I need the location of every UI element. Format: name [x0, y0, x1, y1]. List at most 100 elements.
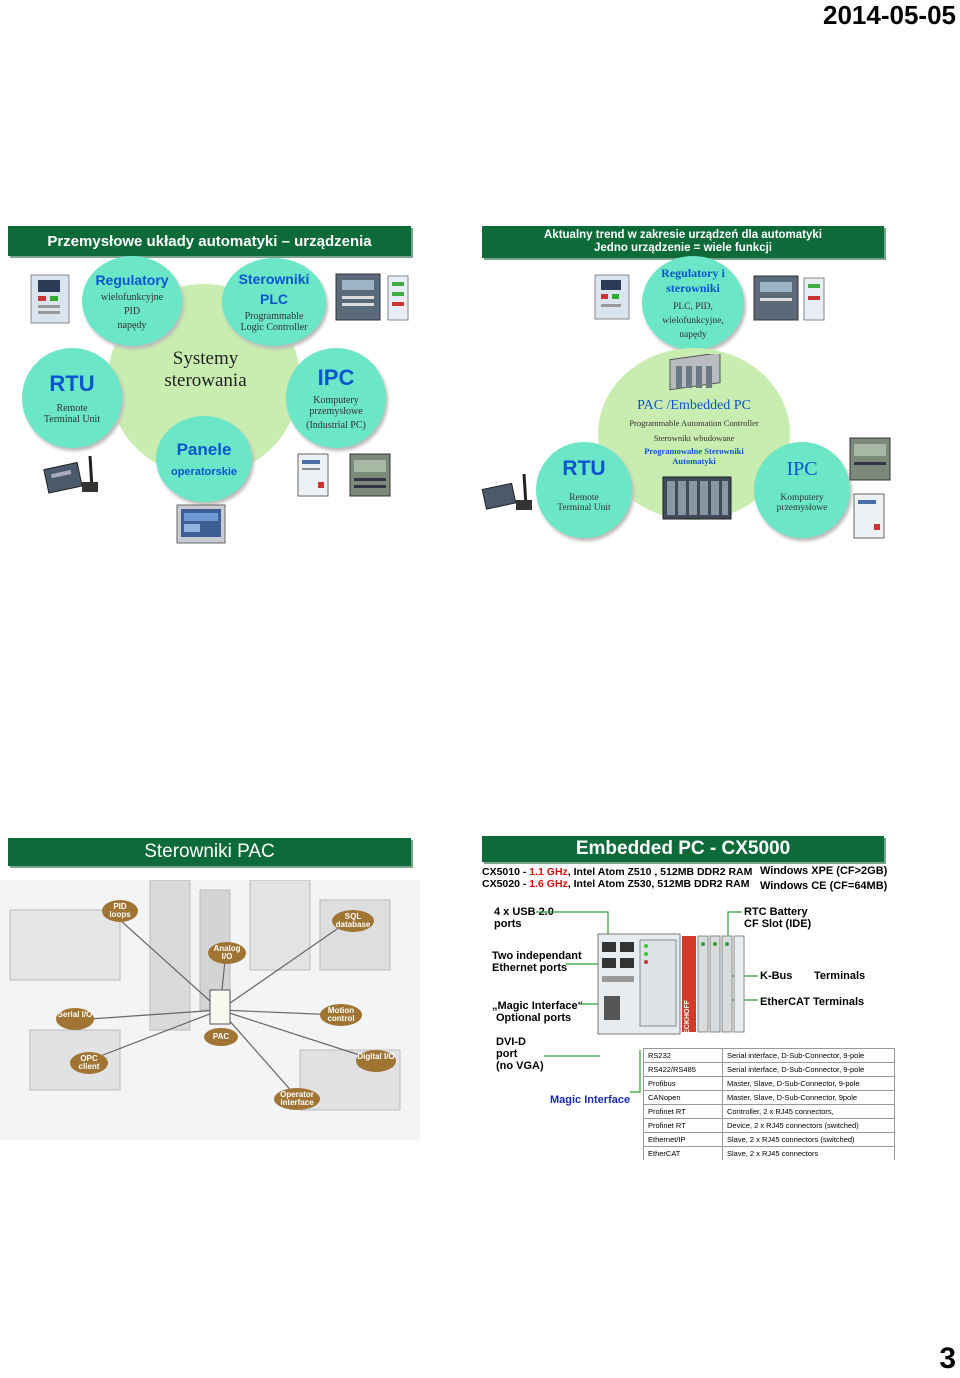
slide-1: Przemysłowe układy automatyki – urządzen… — [0, 220, 480, 550]
label-opc-client: OPC client — [70, 1052, 108, 1074]
regulator-device-image-2 — [594, 274, 630, 320]
magic-interface-label: Magic Interface — [550, 1094, 631, 1106]
label-digital-io: Digital I/O — [356, 1050, 396, 1072]
slide-3: Sterowniki PAC PID loops SQL database An… — [0, 830, 480, 1150]
rtu-title: RTU — [49, 371, 95, 396]
reg-ster-line-1: PLC, PID, — [673, 302, 713, 312]
spec-cx5020-rest: , Intel Atom Z530, 512MB DDR2 RAM — [567, 878, 750, 890]
interface-name-cell: Profinet RT — [643, 1118, 723, 1133]
rtu-2-line-1: Remote — [569, 493, 599, 503]
panele-title: Panele — [176, 440, 232, 459]
regulatory-line-1: wielofunkcyjne — [100, 291, 164, 303]
sterowniki-title: Sterowniki — [238, 271, 310, 287]
spec-cx5010: CX5010 - 1.1 GHz, Intel Atom Z510 , 512M… — [482, 866, 752, 878]
dvi-label-2: port — [496, 1048, 518, 1060]
interface-name-cell: Ethernet/IP — [643, 1132, 723, 1147]
slide-2-title-line-1: Aktualny trend w zakresie urządzeń dla a… — [544, 229, 822, 241]
ipc-2-line-2: przemysłowe — [776, 502, 828, 513]
slide-3-title-text: Sterowniki PAC — [144, 841, 275, 862]
regulatory-line-2: PID — [123, 305, 141, 317]
interface-name-cell: CANopen — [643, 1090, 723, 1105]
slide-2-title: Aktualny trend w zakresie urządzeń dla a… — [482, 226, 884, 258]
rtu-device-image — [43, 455, 98, 494]
spec-cx5010-clock: 1.1 GHz — [529, 866, 568, 878]
label-analog-io: Analog I/O — [208, 942, 246, 964]
ipc-rack-image — [349, 453, 391, 497]
ipc-tower-image-2 — [853, 493, 885, 539]
interface-name-cell: EtherCAT — [643, 1146, 723, 1160]
ethercat-label: EtherCAT Terminals — [760, 996, 865, 1008]
center-label: Systemy sterowania — [164, 348, 247, 391]
rtu-2-line-2: Terminal Unit — [557, 503, 611, 513]
magic-label-1: „Magic Interface“ — [492, 1000, 584, 1012]
rtu-line-2: Terminal Unit — [43, 414, 101, 425]
regulatory-line-3: napędy — [117, 319, 147, 331]
windows-xpe: Windows XPE (CF>2GB) — [760, 865, 888, 877]
slide-2: Aktualny trend w zakresie urządzeń dla a… — [480, 220, 960, 550]
usb-label-2: ports — [494, 918, 522, 930]
slide-4: Embedded PC - CX5000 CX5010 - 1.1 GHz, I… — [480, 830, 960, 1160]
slide-2-title-line-2: Jedno urządzenie = wiele funkcji — [594, 242, 772, 254]
ipc-line-3: (Industrial PC) — [306, 420, 366, 431]
label-operator-interface: Operator interface — [274, 1088, 320, 1110]
regulatory-circle: Regulatory wielofunkcyjne PID napędy — [82, 256, 182, 346]
interface-desc-cell: Master, Slave, D-Sub-Connector, 9pole — [722, 1090, 895, 1105]
pac-blue-1: Programowalne Sterowniki — [644, 446, 744, 456]
ipc-tower-image — [297, 453, 329, 497]
interface-desc-cell: Serial interface, D-Sub-Connector, 9-pol… — [722, 1062, 895, 1077]
windows-ce: Windows CE (CF=64MB) — [760, 880, 888, 892]
reg-ster-title-2: sterowniki — [666, 281, 720, 295]
interface-desc-cell: Slave, 2 x RJ45 connectors — [722, 1146, 895, 1160]
interface-desc-cell: Master, Slave, D-Sub-Connector, 9-pole — [722, 1076, 895, 1091]
label-serial-io: Serial I/O — [56, 1008, 94, 1030]
slide-4-title-text: Embedded PC - CX5000 — [575, 838, 791, 859]
slide-3-title: Sterowniki PAC — [8, 838, 411, 866]
rtc-label-2: CF Slot (IDE) — [744, 918, 812, 930]
panele-circle: Panele operatorskie — [156, 416, 252, 502]
spec-cx5010-model: CX5010 - — [482, 866, 530, 878]
label-pid-loops: PID loops — [102, 900, 138, 922]
eth-label-2: Ethernet ports — [492, 962, 568, 974]
rtu-2-title: RTU — [562, 457, 606, 480]
regulatory-title: Regulatory — [95, 271, 169, 288]
slide-1-title-text: Przemysłowe układy automatyki – urządzen… — [47, 232, 372, 250]
usb-label-1: 4 x USB 2.0 — [494, 906, 554, 918]
spec-cx5020-model: CX5020 - — [482, 878, 530, 890]
magic-label-2: Optional ports — [496, 1012, 572, 1024]
pac-text: PAC /Embedded PC Programmable Automation… — [608, 398, 780, 466]
sterowniki-line-2: Logic Controller — [240, 322, 308, 333]
reg-ster-line-2: wielofunkcyjne, — [662, 316, 724, 326]
page-number: 3 — [939, 1342, 956, 1375]
pac-module-image — [669, 354, 721, 391]
network-label-layer: PID loops SQL database Analog I/O Serial… — [0, 880, 420, 1140]
label-motion-control: Motion control — [320, 1004, 362, 1026]
spec-cx5020: CX5020 - 1.6 GHz, Intel Atom Z530, 512MB… — [482, 878, 749, 890]
ipc-circle: IPC Komputery przemysłowe (Industrial PC… — [286, 348, 386, 448]
spec-cx5010-rest: , Intel Atom Z510 , 512MB DDR2 RAM — [567, 866, 753, 878]
plc-title: PLC — [260, 291, 288, 307]
spec-cx5020-clock: 1.6 GHz — [529, 878, 568, 890]
interface-name-cell: Profibus — [643, 1076, 723, 1091]
interface-name-cell: RS422/RS485 — [643, 1062, 723, 1077]
sterowniki-circle: Sterowniki PLC Programmable Logic Contro… — [222, 258, 326, 346]
rtc-label-1: RTC Battery — [744, 906, 808, 918]
page-date: 2014-05-05 — [823, 0, 956, 30]
pac-rack-image — [662, 476, 732, 520]
rtu-circle: RTU Remote Terminal Unit — [22, 348, 122, 448]
ipc-circle-2: IPC Komputery przemysłowe — [754, 442, 850, 538]
rtu-line-1: Remote — [56, 403, 88, 414]
beckhoff-brand: BECKHOFF — [684, 1000, 691, 1039]
slide-4-title: Embedded PC - CX5000 — [482, 836, 884, 862]
regulatory-sterowniki-circle: Regulatory i sterowniki PLC, PID, wielof… — [642, 256, 744, 350]
ipc-rack-image-2 — [849, 437, 891, 481]
interface-desc-cell: Device, 2 x RJ45 connectors (switched) — [722, 1118, 895, 1133]
